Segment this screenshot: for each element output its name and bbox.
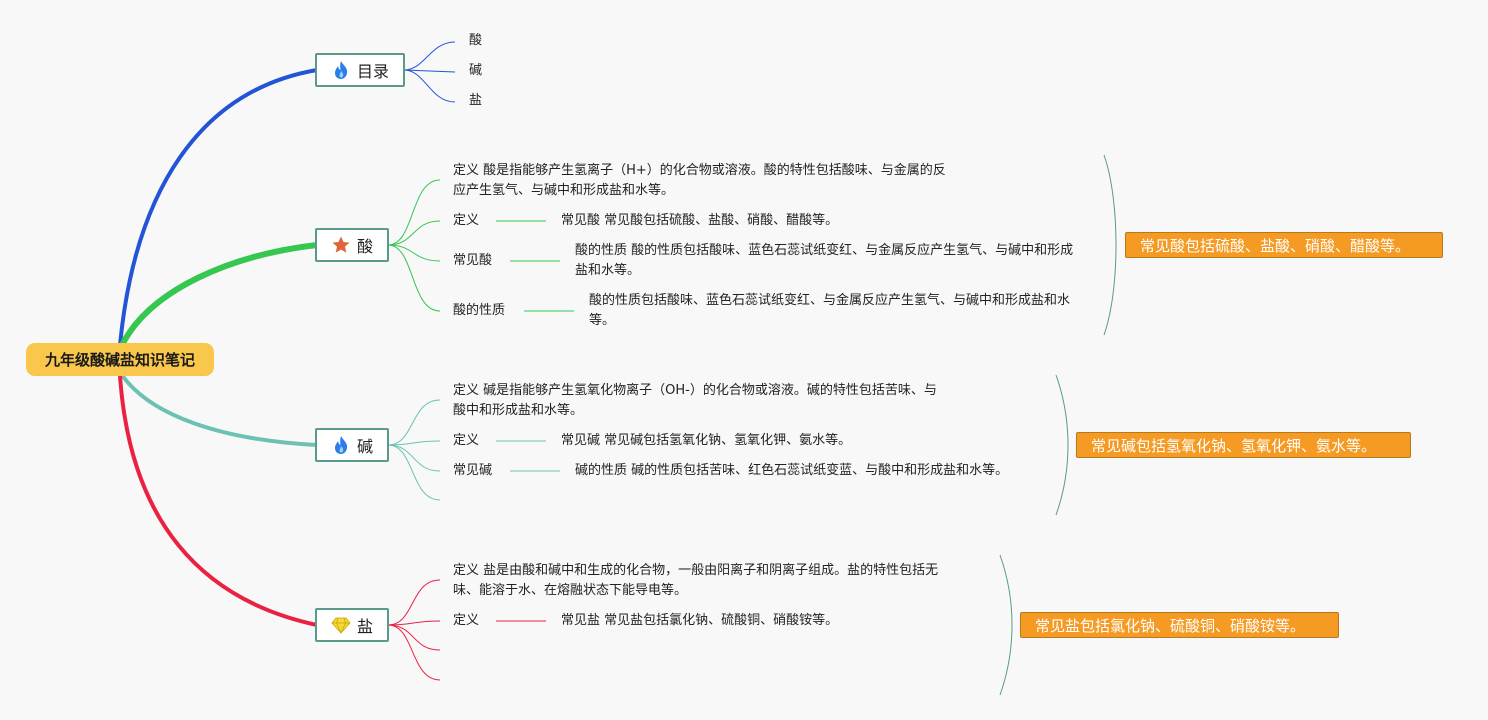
root-topic[interactable]: 九年级酸碱盐知识笔记 — [26, 343, 214, 376]
topic-salt[interactable]: 盐 — [315, 608, 389, 642]
acid-row-2-value[interactable]: 酸的性质 酸的性质包括酸味、蓝色石蕊试纸变红、与金属反应产生氢气、与碱中和形成盐… — [575, 243, 1074, 278]
acid-summary-brace — [1103, 154, 1117, 336]
salt-row-1-key[interactable]: 定义 — [453, 613, 480, 628]
salt-row-1-value[interactable]: 常见盐 常见盐包括氯化钠、硫酸铜、硝酸铵等。 — [561, 613, 839, 628]
catalog-item-salt[interactable]: 盐 — [469, 93, 483, 108]
base-summary-callout[interactable]: 常见碱包括氢氧化钠、氢氧化钾、氨水等。 — [1076, 432, 1411, 458]
base-summary-text: 常见碱包括氢氧化钠、氢氧化钾、氨水等。 — [1091, 436, 1377, 455]
topic-salt-label: 盐 — [356, 617, 373, 636]
acid-row-2-key[interactable]: 常见酸 — [453, 253, 493, 268]
catalog-item-base[interactable]: 碱 — [469, 63, 483, 78]
topic-base[interactable]: 碱 — [315, 428, 389, 462]
base-summary-brace — [1055, 374, 1069, 516]
topic-acid[interactable]: 酸 — [315, 228, 389, 262]
acid-summary-callout[interactable]: 常见酸包括硫酸、盐酸、硝酸、醋酸等。 — [1125, 232, 1443, 258]
base-definition[interactable]: 定义 碱是指能够产生氢氧化物离子（OH-）的化合物或溶液。碱的特性包括苦味、与酸… — [453, 383, 937, 418]
acid-row-3-value[interactable]: 酸的性质包括酸味、蓝色石蕊试纸变红、与金属反应产生氢气、与碱中和形成盐和水等。 — [589, 293, 1071, 328]
acid-summary-text: 常见酸包括硫酸、盐酸、硝酸、醋酸等。 — [1140, 236, 1411, 255]
acid-row-1-key[interactable]: 定义 — [453, 213, 480, 228]
acid-row-3-key[interactable]: 酸的性质 — [453, 303, 506, 318]
salt-definition[interactable]: 定义 盐是由酸和碱中和生成的化合物，一般由阳离子和阴离子组成。盐的特性包括无味、… — [453, 563, 939, 598]
catalog-item-acid[interactable]: 酸 — [469, 33, 483, 48]
topic-acid-label: 酸 — [356, 237, 373, 256]
branch-salt-line — [118, 375, 318, 627]
base-row-2-key[interactable]: 常见碱 — [453, 463, 493, 478]
root-title: 九年级酸碱盐知识笔记 — [44, 351, 195, 369]
branch-base-line — [120, 373, 318, 447]
topic-catalog[interactable]: 目录 — [315, 53, 405, 87]
salt-summary-text: 常见盐包括氯化钠、硫酸铜、硝酸铵等。 — [1035, 616, 1306, 635]
base-row-2-value[interactable]: 碱的性质 碱的性质包括苦味、红色石蕊试纸变蓝、与酸中和形成盐和水等。 — [575, 463, 1009, 478]
base-row-1-key[interactable]: 定义 — [453, 433, 480, 448]
topic-catalog-label: 目录 — [356, 62, 389, 81]
fire-icon — [331, 60, 351, 80]
base-row-1-value[interactable]: 常见碱 常见碱包括氢氧化钠、氢氧化钾、氨水等。 — [561, 433, 852, 448]
salt-summary-brace — [999, 554, 1013, 696]
diamond-icon — [331, 615, 351, 635]
branch-acid-line — [119, 242, 318, 347]
acid-definition[interactable]: 定义 酸是指能够产生氢离子（H+）的化合物或溶液。酸的特性包括酸味、与金属的反应… — [453, 163, 946, 198]
star-icon — [331, 235, 351, 255]
branch-catalog-line — [118, 68, 318, 346]
topic-base-label: 碱 — [356, 437, 373, 456]
fire-icon — [331, 435, 351, 455]
salt-summary-callout[interactable]: 常见盐包括氯化钠、硫酸铜、硝酸铵等。 — [1020, 612, 1339, 638]
acid-row-1-value[interactable]: 常见酸 常见酸包括硫酸、盐酸、硝酸、醋酸等。 — [561, 213, 839, 228]
